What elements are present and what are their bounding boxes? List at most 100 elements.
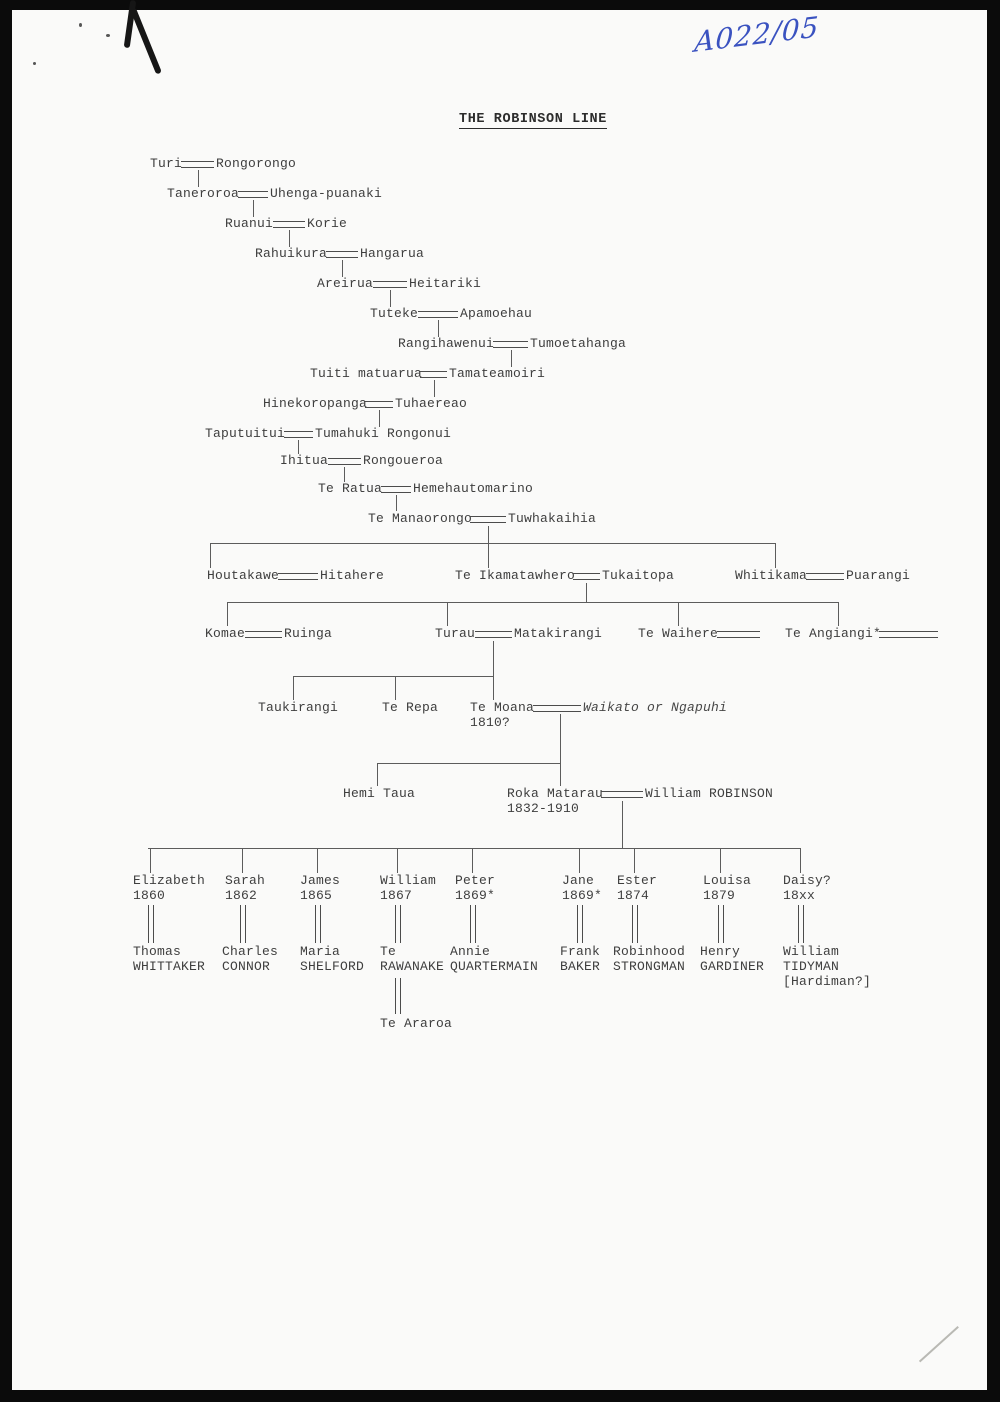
ancestor-spouse: Tumahuki Rongonui bbox=[315, 426, 452, 441]
child-name: Sarah bbox=[225, 873, 266, 888]
child-drop-line bbox=[210, 543, 211, 568]
person-name: Hemi Taua bbox=[343, 786, 416, 801]
person-name: Te Repa bbox=[382, 700, 439, 715]
ancestor-spouse: Tamateamoiri bbox=[449, 366, 546, 381]
ancestor-name: Hinekoropanga bbox=[263, 396, 368, 411]
spouse-surname: BAKER bbox=[560, 959, 601, 974]
ancestor-spouse: Tumoetahanga bbox=[530, 336, 627, 351]
spouse-name: Robinhood bbox=[613, 944, 686, 959]
ancestor-spouse: Heitariki bbox=[409, 276, 482, 291]
spouse-surname: RAWANAKE bbox=[380, 959, 445, 974]
ancestor-name: Turi bbox=[150, 156, 183, 171]
child-name: William bbox=[380, 873, 437, 888]
marriage-line-vertical bbox=[240, 905, 246, 943]
marriage-line bbox=[278, 573, 318, 580]
spouse-surname: TIDYMAN bbox=[783, 959, 840, 974]
child-year: 18xx bbox=[783, 888, 816, 903]
siblings-bar bbox=[377, 763, 561, 764]
ancestor-spouse: Korie bbox=[307, 216, 348, 231]
descent-line bbox=[379, 410, 380, 427]
marriage-line bbox=[418, 311, 458, 318]
marriage-line bbox=[470, 516, 506, 523]
child-drop-line bbox=[242, 848, 243, 873]
marriage-line-vertical bbox=[470, 905, 476, 943]
spouse-name: William bbox=[783, 944, 840, 959]
person-spouse: Ruinga bbox=[284, 626, 333, 641]
child-year: 1865 bbox=[300, 888, 333, 903]
person-name: Turau bbox=[435, 626, 476, 641]
ancestor-name: Ihitua bbox=[280, 453, 329, 468]
ancestor-name: Taneroroa bbox=[167, 186, 240, 201]
person-spouse: Hitahere bbox=[320, 568, 385, 583]
marriage-line bbox=[475, 631, 512, 638]
person-spouse: Matakirangi bbox=[514, 626, 603, 641]
ancestor-name: Te Ratua bbox=[318, 481, 383, 496]
child-drop-line bbox=[317, 848, 318, 873]
descent-line bbox=[390, 290, 391, 307]
ink-speck bbox=[33, 62, 36, 65]
child-name: Ester bbox=[617, 873, 658, 888]
spouse-surname: STRONGMAN bbox=[613, 959, 686, 974]
ancestor-spouse: Rongorongo bbox=[216, 156, 297, 171]
document-page bbox=[12, 10, 987, 1390]
marriage-line bbox=[373, 281, 407, 288]
page-title: THE ROBINSON LINE bbox=[459, 112, 607, 129]
child-drop-line bbox=[579, 848, 580, 873]
marriage-line bbox=[601, 791, 643, 798]
marriage-line-vertical bbox=[315, 905, 321, 943]
marriage-line bbox=[420, 371, 447, 378]
spouse-name: Thomas bbox=[133, 944, 182, 959]
spouse-name: Charles bbox=[222, 944, 279, 959]
ancestor-name: Areirua bbox=[317, 276, 374, 291]
ink-speck bbox=[106, 34, 110, 37]
person-spouse: Waikato or Ngapuhi bbox=[583, 700, 728, 715]
marriage-line bbox=[365, 401, 393, 408]
descent-line bbox=[298, 440, 299, 454]
marriage-line bbox=[328, 458, 361, 465]
child-drop-line bbox=[472, 848, 473, 873]
marriage-line-vertical bbox=[395, 905, 401, 943]
ancestor-name: Rahuikura bbox=[255, 246, 328, 261]
spouse-surname: QUARTERMAIN bbox=[450, 959, 539, 974]
ancestor-spouse: Apamoehau bbox=[460, 306, 533, 321]
marriage-line-vertical bbox=[632, 905, 638, 943]
marriage-line bbox=[879, 631, 938, 638]
descent-line bbox=[434, 380, 435, 397]
descent-line bbox=[253, 200, 254, 217]
descent-line bbox=[622, 801, 623, 848]
marriage-line bbox=[245, 631, 282, 638]
ink-speck bbox=[79, 23, 82, 27]
siblings-bar bbox=[293, 676, 493, 677]
child-drop-line bbox=[634, 848, 635, 873]
person-name: Taukirangi bbox=[258, 700, 339, 715]
siblings-bar bbox=[210, 543, 775, 544]
marriage-line-vertical bbox=[148, 905, 154, 943]
child-name: James bbox=[300, 873, 341, 888]
descent-line bbox=[342, 260, 343, 277]
person-spouse: Tukaitopa bbox=[602, 568, 675, 583]
marriage-line bbox=[381, 486, 411, 493]
child-drop-line bbox=[397, 848, 398, 873]
spouse-surname: WHITTAKER bbox=[133, 959, 206, 974]
descent-line bbox=[289, 230, 290, 247]
ancestor-name: Tuteke bbox=[370, 306, 419, 321]
marriage-line bbox=[533, 705, 581, 712]
marriage-line-vertical bbox=[718, 905, 724, 943]
ancestor-spouse: Hangarua bbox=[360, 246, 425, 261]
ancestor-name: Taputuitui bbox=[205, 426, 286, 441]
child-year: 1869* bbox=[562, 888, 603, 903]
child-drop-line bbox=[377, 763, 378, 786]
person-spouse: William ROBINSON bbox=[645, 786, 774, 801]
ancestor-spouse: Tuhaereao bbox=[395, 396, 468, 411]
spouse-note: [Hardiman?] bbox=[783, 974, 872, 989]
child-year: 1862 bbox=[225, 888, 258, 903]
spouse-surname: CONNOR bbox=[222, 959, 271, 974]
ancestor-spouse: Hemehautomarino bbox=[413, 481, 534, 496]
child-drop-line bbox=[775, 543, 776, 568]
child-name: Jane bbox=[562, 873, 595, 888]
descent-line bbox=[493, 641, 494, 700]
child-drop-line bbox=[227, 602, 228, 626]
person-name: Houtakawe bbox=[207, 568, 280, 583]
spouse-name: Annie bbox=[450, 944, 491, 959]
